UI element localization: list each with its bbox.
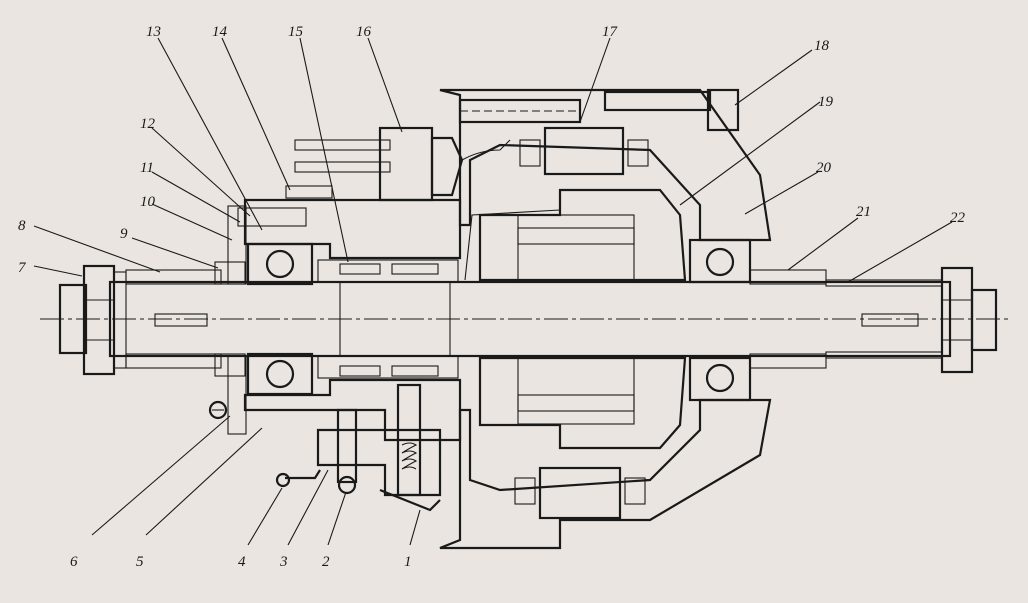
label-18: 18 [814,38,830,54]
label-2: 2 [322,554,330,570]
label-10: 10 [140,194,156,210]
label-16: 16 [356,24,372,40]
label-17: 17 [602,24,619,40]
label-6: 6 [70,554,78,570]
left-housing [227,198,462,442]
label-1: 1 [404,554,412,570]
screw [208,400,228,420]
label-20: 20 [816,160,832,176]
label-11: 11 [140,160,154,176]
label-8: 8 [18,218,26,234]
label-4: 4 [238,554,246,570]
right-nut [940,266,998,374]
label-5: 5 [136,554,144,570]
shaft [40,280,1010,358]
left-sleeve [125,261,246,377]
brush-holder [275,383,442,512]
label-13: 13 [146,24,161,40]
label-14: 14 [212,24,228,40]
left-bearing [246,242,314,396]
label-12: 12 [140,116,156,132]
leader-lines [33,37,953,546]
rotor [461,139,687,450]
label-19: 19 [818,94,834,110]
label-15: 15 [288,24,304,40]
part-labels: 13 14 15 16 17 18 19 12 11 10 9 8 7 20 2… [18,24,966,570]
slip-rings [317,259,459,379]
label-21: 21 [856,204,871,220]
label-22: 22 [950,210,966,226]
terminal-block [285,126,464,202]
label-9: 9 [120,226,128,242]
label-3: 3 [279,554,288,570]
label-7: 7 [18,260,27,276]
stator-housing [439,88,772,550]
right-bearing [688,238,943,402]
left-nut [58,264,127,376]
